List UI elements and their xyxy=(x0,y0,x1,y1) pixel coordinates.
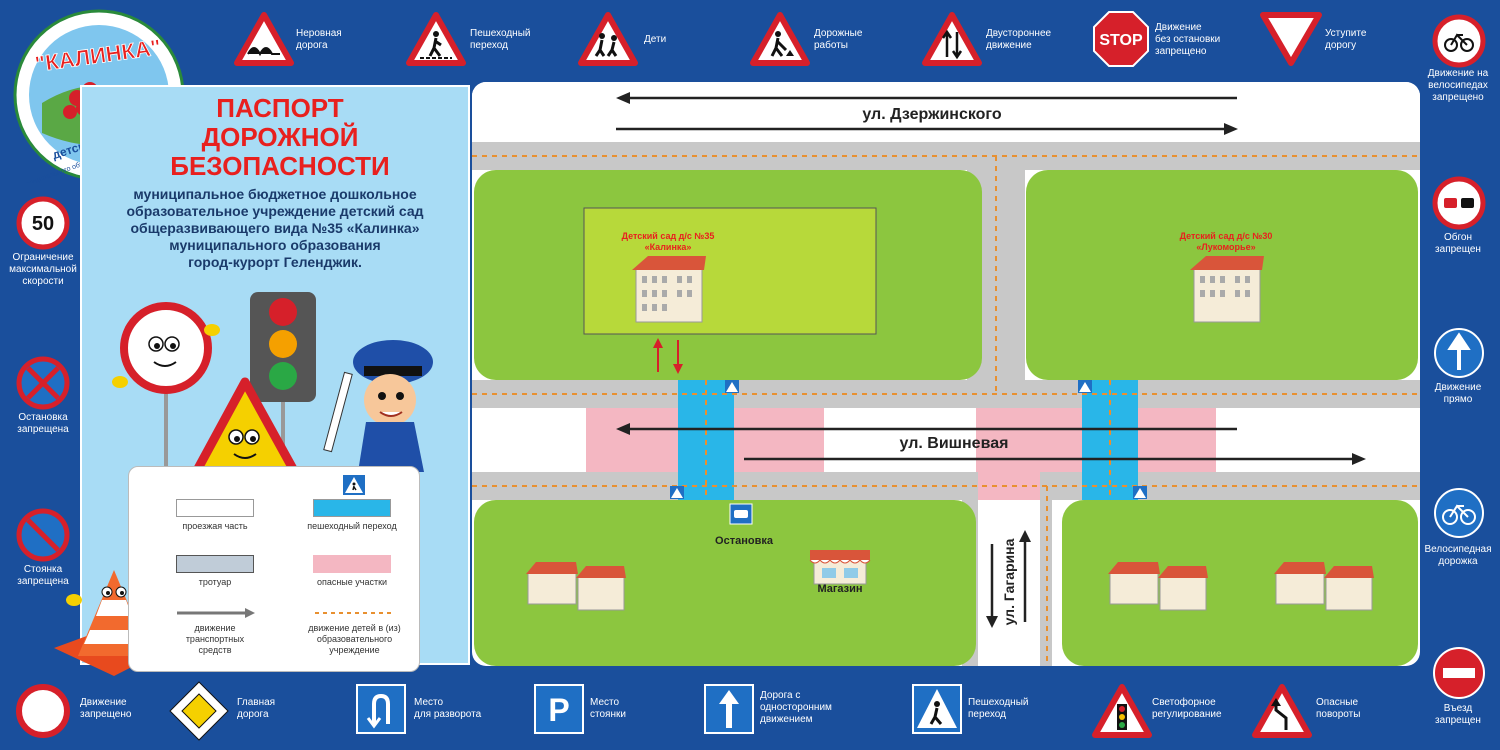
kindergarten-30-building-icon xyxy=(1190,256,1264,323)
mascot-illustration xyxy=(112,292,433,472)
straight-only-sign-icon xyxy=(1434,328,1484,378)
kindergarten-30-label-line1: Детский сад д/с №30 xyxy=(1180,231,1273,241)
legend-vehicle-arrow-icon xyxy=(177,608,255,618)
grass-block-se xyxy=(1062,500,1418,666)
pedestrian-crossing-sign-icon xyxy=(406,12,466,66)
legend-label-road: проезжая часть xyxy=(182,521,248,531)
svg-text:STOP: STOP xyxy=(1099,32,1143,49)
speed-limit-sign-icon: 50 xyxy=(16,196,70,250)
bicycle-path-sign-icon xyxy=(1434,488,1484,538)
houses-se-icon xyxy=(1108,562,1374,611)
kindergarten-35-label-line2: «Калинка» xyxy=(645,242,692,252)
road-works-sign-icon xyxy=(750,12,810,66)
give-way-sign-icon xyxy=(1260,12,1322,66)
street-label-gagarina: ул. Гагарина xyxy=(1001,538,1017,625)
stop-sign-icon: STOP xyxy=(1093,11,1149,67)
u-turn-place-sign-icon xyxy=(356,684,406,734)
kindergarten-35-label-line1: Детский сад д/с №35 xyxy=(622,231,715,241)
top-sign-label-2: Дети xyxy=(644,34,667,45)
legend-label-sidewalk: тротуар xyxy=(198,577,232,587)
road-gagarina xyxy=(978,500,1040,666)
legend-swatch-sidewalk xyxy=(176,555,254,573)
legend-label-crossing: пешеходный переход xyxy=(307,521,397,531)
pedestrian-crossing-square-sign-icon xyxy=(912,684,962,734)
svg-text:P: P xyxy=(548,692,569,728)
no-vehicles-sign-icon xyxy=(16,684,70,738)
two-way-traffic-sign-icon xyxy=(922,12,982,66)
legend-box: проезжая часть пешеходный переход тротуа… xyxy=(128,466,420,672)
kindergarten-35-building-icon xyxy=(632,256,706,323)
no-overtaking-sign-icon xyxy=(1432,176,1486,230)
houses-sw-icon xyxy=(526,562,626,611)
shop-building-icon xyxy=(809,550,871,585)
kindergarten-35-plot xyxy=(583,207,877,335)
legend-swatch-crossing xyxy=(313,499,391,517)
priority-road-sign-icon xyxy=(169,681,229,741)
street-label-vishnevaya: ул. Вишневая xyxy=(900,435,1009,452)
no-parking-sign-icon xyxy=(16,508,70,562)
crossing-sign-markers xyxy=(670,380,1147,499)
parking-sign-icon: P xyxy=(534,684,584,734)
road-map: ул. Дзержинского ул. Вишневая ул. Гагари… xyxy=(472,82,1420,666)
legend-crossing-icon xyxy=(343,475,365,495)
legend-swatch-danger xyxy=(313,555,391,573)
dangerous-curves-sign-icon xyxy=(1252,684,1312,738)
legend-children-path-icon xyxy=(315,612,393,614)
uneven-road-sign-icon xyxy=(234,12,294,66)
svg-text:50: 50 xyxy=(32,213,54,235)
kindergarten-30-label-line2: «Лукоморье» xyxy=(1196,242,1255,252)
bus-stop-label: Остановка xyxy=(715,535,774,547)
children-sign-icon xyxy=(578,12,638,66)
legend-swatch-road xyxy=(176,499,254,517)
road-map-drawing: ул. Дзержинского ул. Вишневая ул. Гагари… xyxy=(472,82,1420,666)
traffic-light-regulation-sign-icon xyxy=(1092,684,1152,738)
grass-block-sw xyxy=(474,500,976,666)
street-label-dzerzhinsky: ул. Дзержинского xyxy=(862,106,1002,123)
shop-label: Магазин xyxy=(817,583,862,595)
legend-label-danger: опасные участки xyxy=(316,577,388,587)
one-way-road-sign-icon xyxy=(704,684,754,734)
children-paths xyxy=(472,155,1420,666)
danger-zone-gagarina xyxy=(978,472,1040,500)
no-stopping-sign-icon xyxy=(16,356,70,410)
no-bicycles-sign-icon xyxy=(1432,14,1486,68)
no-entry-sign-icon xyxy=(1433,647,1485,699)
